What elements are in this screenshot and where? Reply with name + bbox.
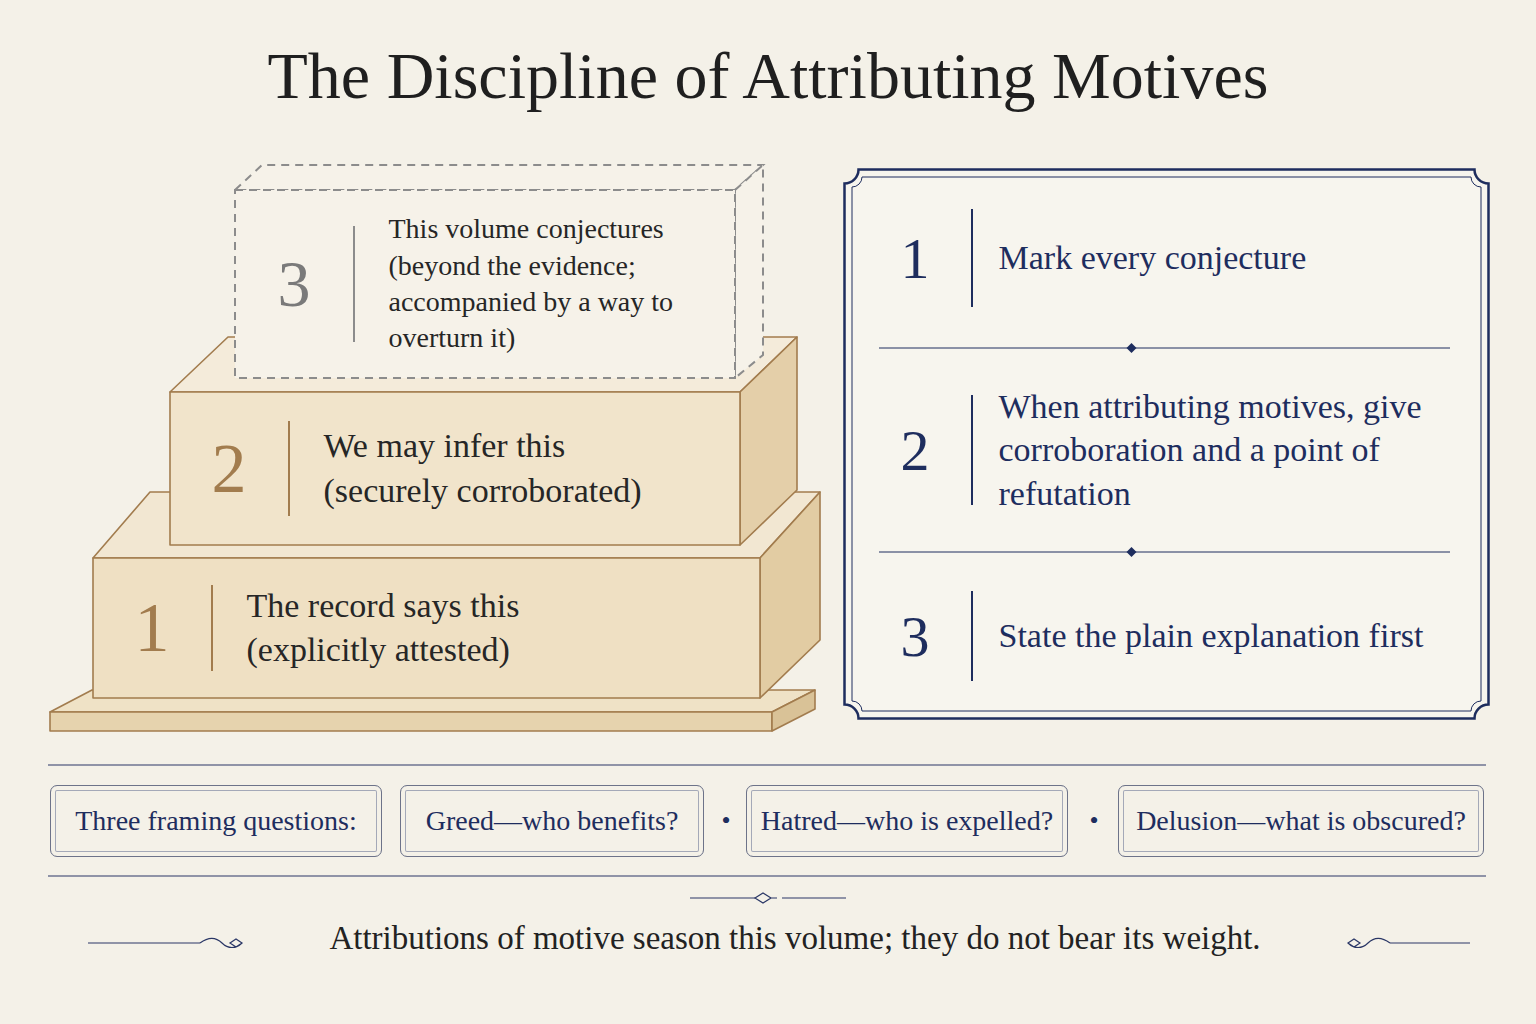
separator-line [211, 585, 213, 672]
flourish [200, 939, 242, 948]
tier-text: This volume conjectures (beyond the evid… [355, 211, 679, 357]
question-pill: Three framing questions: [50, 785, 382, 857]
rule-row: 3State the plain explanation first [843, 552, 1490, 720]
separator-line [971, 395, 973, 505]
divider-diamond [1127, 343, 1137, 353]
title: The Discipline of Attributing Motives [0, 38, 1536, 114]
divider-diamond [1127, 547, 1137, 557]
separator-line [353, 226, 355, 343]
question-text: Hatred—who is expelled? [761, 805, 1053, 837]
separator-bullet: • [1074, 803, 1114, 839]
question-pill: Delusion—what is obscured? [1118, 785, 1484, 857]
ornament [755, 893, 777, 903]
rules-panel: 1Mark every conjecture2When attributing … [843, 168, 1490, 720]
question-pill: Greed—who benefits? [400, 785, 704, 857]
rule-text: State the plain explanation first [973, 614, 1429, 658]
outer-border [845, 170, 1489, 719]
caption: Attributions of motive season this volum… [250, 920, 1340, 957]
separator-line [971, 209, 973, 306]
rule-text: When attributing motives, give corrobora… [973, 385, 1429, 516]
row-divider [879, 348, 1450, 349]
separator-line [288, 421, 290, 516]
tier-front [93, 558, 760, 698]
tier-front [170, 392, 740, 545]
tier-box: 3This volume conjectures (beyond the evi… [235, 190, 735, 378]
flourish [1390, 942, 1470, 943]
rule-text: Mark every conjecture [973, 236, 1429, 280]
ornament [690, 897, 755, 898]
rule [48, 764, 1486, 765]
rule-number: 3 [843, 603, 971, 670]
plate-front [50, 712, 772, 731]
flourish [88, 942, 200, 943]
rule [48, 875, 1486, 876]
dashed-top [235, 165, 763, 190]
plate-side [772, 690, 815, 731]
rule-number: 2 [843, 417, 971, 484]
separator-bullet: • [706, 803, 746, 839]
inner-border [852, 177, 1481, 711]
tier-box: 2We may infer this (securely corroborate… [170, 392, 740, 545]
tier-side [740, 337, 797, 545]
tier-number: 2 [170, 429, 288, 509]
tier-number: 3 [235, 246, 353, 322]
tier-number: 1 [93, 588, 211, 668]
question-text: Delusion—what is obscured? [1136, 805, 1466, 837]
tier-side [760, 492, 820, 698]
separator-line [971, 591, 973, 682]
rule-row: 2When attributing motives, give corrobor… [843, 348, 1490, 552]
tier-box: 1The record says this (explicitly attest… [93, 558, 760, 698]
dashed-side [735, 165, 763, 378]
ornament [782, 897, 846, 898]
question-text: Greed—who benefits? [426, 805, 679, 837]
question-pill: Hatred—who is expelled? [746, 785, 1068, 857]
tier-text: The record says this (explicitly atteste… [213, 584, 607, 672]
dashed-front [235, 190, 735, 378]
rule-row: 1Mark every conjecture [843, 168, 1490, 348]
tier-text: We may infer this (securely corroborated… [290, 424, 684, 512]
rule-number: 1 [843, 225, 971, 292]
flourish [1348, 939, 1390, 948]
row-divider [879, 552, 1450, 553]
question-text: Three framing questions: [75, 805, 356, 837]
